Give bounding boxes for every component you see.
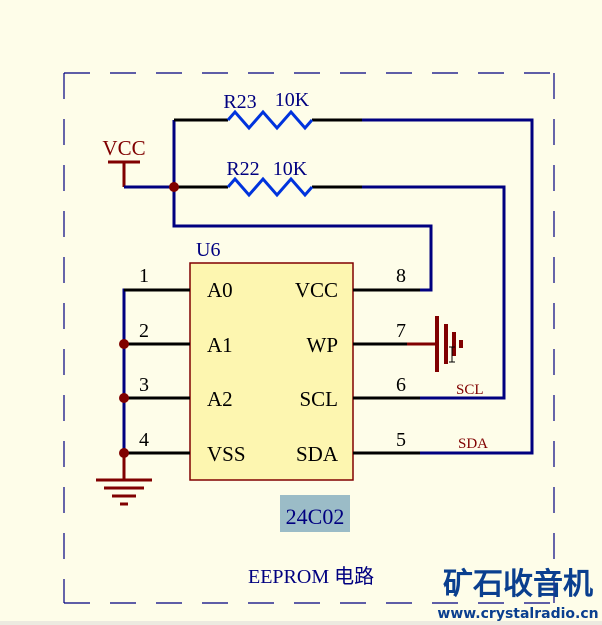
pin-number-5: 5 — [396, 429, 406, 451]
wp-ground-symbol — [407, 316, 463, 372]
chip-u6: U6 1 2 3 4 A0 A1 A2 VSS 8 7 6 5 VCC WP S… — [124, 239, 420, 532]
r23-designator: R23 — [223, 91, 256, 113]
pin-number-4: 4 — [139, 429, 149, 451]
right-pin-lines — [353, 288, 420, 455]
pin-name-sda: SDA — [296, 442, 339, 466]
text-cursor-icon — [449, 346, 455, 363]
junction-dot — [119, 339, 129, 349]
schematic-title: EEPROM 电路 — [248, 565, 374, 588]
watermark-url: www.crystalradio.cn — [437, 606, 598, 622]
pin-name-a1: A1 — [207, 333, 233, 357]
pin-name-a2: A2 — [207, 387, 233, 411]
vcc-power-port: VCC — [102, 136, 146, 187]
part-value: 24C02 — [286, 504, 345, 529]
part-value-highlight — [280, 495, 350, 532]
pin-number-1: 1 — [139, 265, 149, 287]
vss-ground-symbol — [96, 453, 152, 506]
pin-number-2: 2 — [139, 320, 149, 342]
pin-name-a0: A0 — [207, 278, 233, 302]
watermark-title: 矿石收音机 — [443, 567, 593, 602]
r23-value: 10K — [275, 89, 310, 111]
dashed-frame — [63, 72, 555, 604]
vcc-power-label: VCC — [102, 136, 145, 160]
net-label-sda: SDA — [458, 436, 488, 452]
pin-number-3: 3 — [139, 374, 149, 396]
r23-sda-wire — [360, 118, 534, 455]
pin-name-scl: SCL — [299, 387, 338, 411]
junction-dot — [169, 182, 179, 192]
left-pin-lines — [124, 288, 190, 455]
r22-value: 10K — [273, 158, 308, 180]
chip-body — [189, 262, 354, 481]
junction-dot — [119, 393, 129, 403]
pin-name-vcc: VCC — [295, 278, 338, 302]
pin-number-6: 6 — [396, 374, 406, 396]
resistor-r22: R22 10K — [226, 158, 314, 198]
junction-dot — [119, 448, 129, 458]
r22-designator: R22 — [226, 158, 259, 180]
pin-name-vss: VSS — [207, 442, 246, 466]
pin-name-wp: WP — [307, 333, 339, 357]
net-label-scl: SCL — [456, 382, 484, 398]
resistor-r23: R23 10K — [223, 89, 314, 131]
chip-designator: U6 — [196, 239, 220, 261]
resistor-leads — [174, 118, 362, 189]
bottom-strip — [0, 621, 602, 625]
r22-scl-wire — [360, 185, 506, 400]
pin-number-8: 8 — [396, 265, 406, 287]
junctions — [119, 182, 179, 458]
pin-number-7: 7 — [396, 320, 406, 342]
